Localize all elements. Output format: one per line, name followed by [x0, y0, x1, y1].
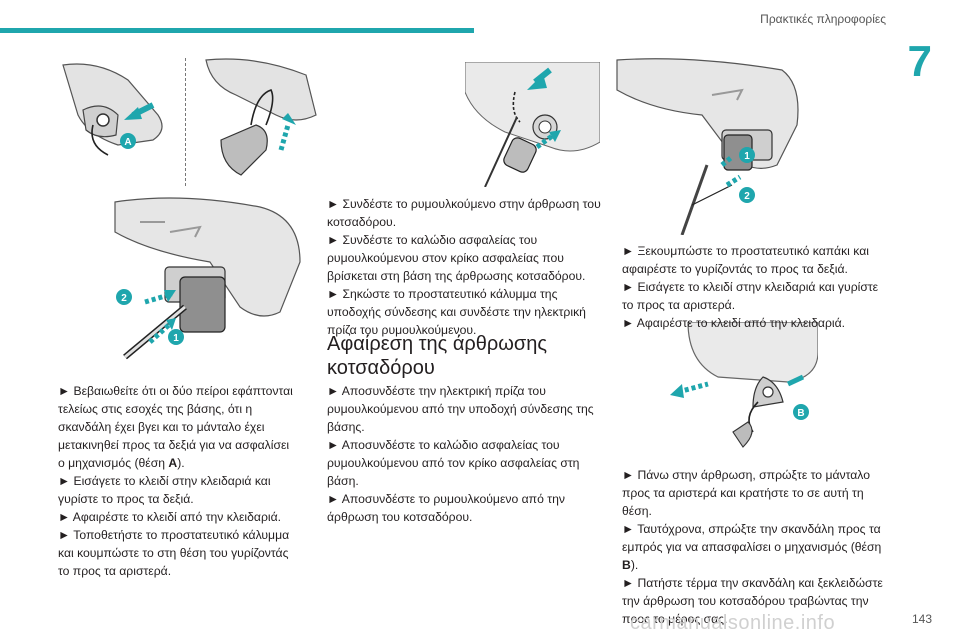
position-a-label: A — [168, 456, 178, 470]
position-b-label: B — [622, 558, 631, 572]
callout-2-right: 2 — [744, 191, 750, 202]
instruction-item: ► Αποσυνδέστε το καλώδιο ασφαλείας του ρ… — [327, 438, 580, 488]
figure-safety-cable — [465, 62, 600, 187]
watermark: carmanualsonline.info — [630, 612, 836, 634]
instruction-item: ► Πατήστε τέρμα την σκανδάλη και ξεκλειδ… — [622, 576, 883, 626]
instruction-item: ► Σηκώστε το προστατευτικό κάλυμμα της υ… — [327, 287, 586, 337]
callout-a: A — [124, 137, 131, 148]
figure-cover-removal: 1 2 — [616, 58, 799, 235]
instruction-item: ► Συνδέστε το ρυμουλκούμενο στην άρθρωση… — [327, 197, 601, 229]
page-number: 143 — [911, 612, 932, 626]
instruction-item: ► Αφαιρέστε το κλειδί από την κλειδαριά. — [58, 510, 282, 524]
instruction-item: ► Εισάγετε το κλειδί στην κλειδαριά και … — [58, 474, 271, 506]
instruction-item: ► Ξεκουμπώστε το προστατευτικό καπάκι κα… — [622, 244, 869, 276]
callout-b: B — [797, 408, 804, 419]
column-1-text: ► Βεβαιωθείτε ότι οι δύο πείροι εφάπτοντ… — [58, 382, 298, 580]
figure-hitch-position-b: B — [670, 322, 818, 448]
figure-lock-steps: 2 1 — [114, 197, 301, 360]
figure-hitch-insertion — [205, 58, 317, 176]
column-3-text-bottom: ► Πάνω στην άρθρωση, σπρώξτε το μάνταλο … — [622, 466, 884, 628]
callout-1-right: 1 — [744, 151, 750, 162]
section-title: Πρακτικές πληροφορίες — [760, 12, 886, 26]
callout-1: 1 — [173, 333, 179, 344]
instruction-item: ► Εισάγετε το κλειδί στην κλειδαριά και … — [622, 280, 879, 312]
header-accent-bar — [0, 28, 474, 33]
instruction-item: ► Ταυτόχρονα, σπρώξτε την σκανδάλη προς … — [622, 522, 882, 572]
instruction-item: ► Βεβαιωθείτε ότι οι δύο πείροι εφάπτοντ… — [58, 384, 293, 470]
figure-hitch-position-a: A — [62, 63, 163, 156]
section-heading: Αφαίρεση της άρθρωσης κοτσαδόρου — [327, 333, 548, 379]
instruction-item: ► Αφαιρέστε το κλειδί από την κλειδαριά. — [622, 316, 846, 330]
chapter-number: 7 — [907, 37, 932, 86]
column-3-text: ► Ξεκουμπώστε το προστατευτικό καπάκι κα… — [622, 242, 884, 332]
instruction-item: ► Συνδέστε το καλώδιο ασφαλείας του ρυμο… — [327, 233, 586, 283]
instruction-item: ► Πάνω στην άρθρωση, σπρώξτε το μάνταλο … — [622, 468, 870, 518]
column-2-text: ► Συνδέστε το ρυμουλκούμενο στην άρθρωση… — [327, 195, 605, 339]
instruction-item: ► Αποσυνδέστε την ηλεκτρική πρίζα του ρυ… — [327, 384, 594, 434]
column-2-text-bottom: ► Αποσυνδέστε την ηλεκτρική πρίζα του ρυ… — [327, 382, 605, 526]
instruction-item: ► Τοποθετήστε το προστατευτικό κάλυμμα κ… — [58, 528, 290, 578]
callout-2: 2 — [121, 293, 127, 304]
figure-divider — [185, 58, 186, 186]
instruction-item: ► Αποσυνδέστε το ρυμουλκούμενο από την ά… — [327, 492, 565, 524]
